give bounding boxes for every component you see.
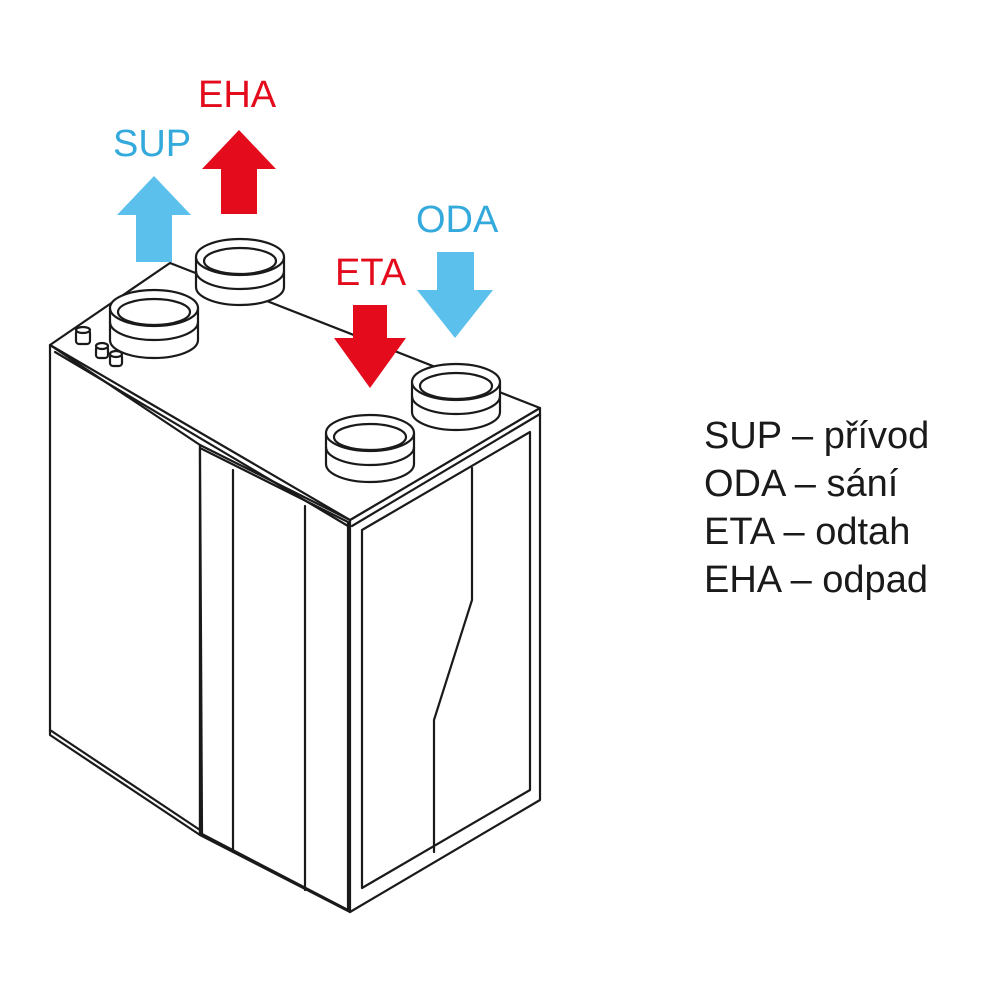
legend: SUP – přívod ODA – sání ETA – odtah EHA … [704,412,929,604]
label-oda: ODA [416,199,499,241]
collar-eta [324,413,416,484]
collar-sup [108,288,200,360]
right-panel-zigzag [432,466,474,854]
front-door [198,446,350,912]
eha-arrow-up [202,130,276,214]
legend-item-oda: ODA – sání [704,463,899,505]
right-inner-panel [360,430,532,890]
sup-arrow-up [117,176,191,262]
label-eta: ETA [335,252,407,294]
legend-item-eta: ETA – odtah [704,511,911,553]
collar-eha [194,237,286,307]
left-bottom-edge [48,728,202,832]
legend-item-eha: EHA – odpad [704,559,928,601]
eta-arrow-down [334,305,406,388]
top-front-rim [53,350,350,528]
label-sup: SUP [113,123,191,165]
oda-arrow-down [417,252,493,338]
collar-oda [410,362,502,432]
legend-item-sup: SUP – přívod [704,415,930,457]
label-eha: EHA [198,74,277,116]
terminal-connectors [74,325,124,368]
top-right-rim [350,412,542,528]
